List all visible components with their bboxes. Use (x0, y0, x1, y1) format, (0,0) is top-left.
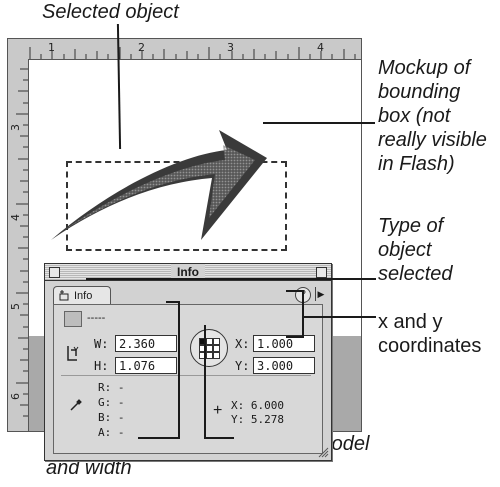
panel-titlebar[interactable]: Info (45, 264, 331, 281)
ruler-ticks-horizontal (29, 47, 356, 59)
close-box[interactable] (49, 267, 60, 278)
green-readout: G: - (98, 396, 125, 409)
x-label: X: (235, 337, 250, 351)
alpha-readout: A: - (98, 426, 125, 439)
leader-element-model-horizontal (204, 437, 234, 439)
height-field[interactable]: 1.076 (115, 357, 177, 374)
constrain-proportions-icon[interactable] (65, 344, 79, 362)
panel-content (53, 304, 323, 454)
leader-xy-bracket (302, 290, 304, 338)
horizontal-ruler: 1 2 3 4 (8, 39, 361, 60)
ruler-number: 4 (9, 214, 22, 221)
registration-cell[interactable] (206, 345, 213, 352)
leader-hw-bracket-top (166, 301, 179, 303)
resize-grip-icon[interactable] (317, 446, 329, 458)
object-type-swatch (64, 311, 82, 327)
y-label: Y: (235, 359, 250, 373)
registration-cell[interactable] (206, 338, 213, 345)
callout-bounding-box: Mockup of bounding box (not really visib… (378, 57, 487, 175)
cursor-x-readout: X: 6.000 (231, 399, 284, 412)
ruler-number: 4 (317, 41, 324, 54)
registration-cell[interactable] (213, 345, 220, 352)
x-field[interactable]: 1.000 (253, 335, 315, 352)
callout-selected-object: Selected object (42, 1, 179, 23)
flash-stage: 1 2 3 4 3 4 5 6 (7, 38, 362, 461)
leader-bounding-box (263, 122, 375, 124)
leader-xy-coordinates (302, 316, 376, 318)
ruler-number: 3 (9, 124, 22, 131)
red-readout: R: - (98, 381, 125, 394)
crosshair-icon: + (213, 402, 223, 419)
ruler-number: 6 (9, 393, 22, 400)
registration-cell[interactable] (213, 352, 220, 359)
eyedropper-icon (70, 399, 82, 411)
element-model-icon[interactable] (190, 329, 228, 367)
registration-cell[interactable] (213, 338, 220, 345)
height-label: H: (94, 359, 109, 373)
tab-info[interactable]: Info (53, 286, 111, 305)
collapse-box[interactable] (316, 267, 327, 278)
leader-hw-horizontal (138, 437, 179, 439)
y-field[interactable]: 3.000 (253, 357, 315, 374)
ruler-number: 5 (9, 303, 22, 310)
blue-readout: B: - (98, 411, 125, 424)
selected-arrow-object[interactable] (29, 60, 361, 336)
vertical-ruler: 3 4 5 6 (8, 59, 29, 431)
info-panel[interactable]: Info Info ? ▶ ----- W: 2.360 H: 1.076 (44, 263, 332, 461)
ruler-number: 1 (48, 41, 55, 54)
tab-label: Info (74, 290, 93, 302)
callout-type-of-object: Type of object selected (378, 215, 453, 285)
panel-menu-arrow-icon[interactable]: ▶ (315, 287, 326, 301)
leader-hw-bracket (178, 301, 180, 439)
leader-element-model (204, 325, 206, 439)
leader-xy-bracket-top (286, 290, 303, 292)
ruler-number: 3 (227, 41, 234, 54)
object-type-text: ----- (87, 312, 106, 324)
ruler-ticks-vertical (16, 68, 28, 417)
ruler-number: 2 (138, 41, 145, 54)
width-label: W: (94, 337, 109, 351)
leader-type-of-object (86, 278, 376, 280)
width-field[interactable]: 2.360 (115, 335, 177, 352)
leader-xy-bracket-bottom (286, 336, 303, 338)
callout-xy-coordinates: x and y coordinates (378, 311, 482, 357)
panel-title: Info (171, 264, 205, 280)
panel-divider (61, 375, 311, 376)
cursor-y-readout: Y: 5.278 (231, 413, 284, 426)
registration-cell[interactable] (206, 352, 213, 359)
info-icon (59, 290, 69, 301)
bounding-box-mockup (66, 161, 287, 251)
